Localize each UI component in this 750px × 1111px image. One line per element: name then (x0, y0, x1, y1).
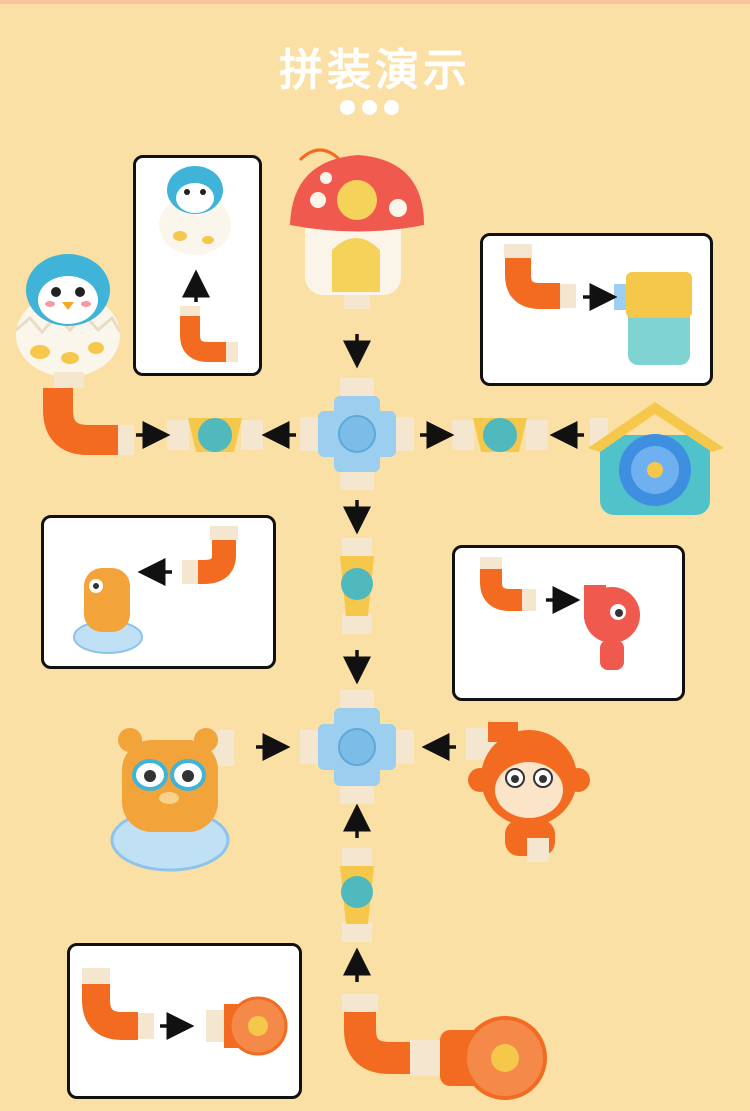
valve-connector-icon (167, 418, 263, 452)
house-wheel-icon (588, 402, 724, 515)
monkey-icon (466, 722, 590, 862)
penguin-egg-icon (15, 254, 122, 377)
pagination-dots (340, 100, 412, 118)
elbow-pipe-icon (82, 968, 154, 1040)
elbow-pipe-icon (504, 244, 576, 309)
water-wheel-icon (342, 994, 547, 1100)
blue-cross-connector-icon (300, 378, 414, 490)
bear-float-icon (110, 728, 234, 872)
cup-icon (614, 272, 692, 365)
page-title: 拼装演示 (279, 45, 471, 96)
elbow-pipe-icon (480, 557, 536, 611)
bird-icon (584, 585, 640, 670)
penguin-egg-icon (159, 166, 231, 255)
elbow-pipe-icon (182, 526, 238, 584)
valve-connector-icon (452, 418, 548, 452)
blue-cross-connector-icon (300, 690, 414, 804)
bear-float-icon (73, 568, 143, 654)
elbow-pipe-icon (180, 306, 238, 362)
valve-connector-icon (340, 538, 374, 634)
arrow-icon (136, 269, 618, 1040)
mushroom-house-icon (290, 148, 424, 309)
elbow-pipe-icon (43, 372, 134, 455)
water-wheel-icon (206, 996, 288, 1056)
valve-connector-icon (340, 848, 374, 942)
top-accent-bar (0, 0, 750, 4)
